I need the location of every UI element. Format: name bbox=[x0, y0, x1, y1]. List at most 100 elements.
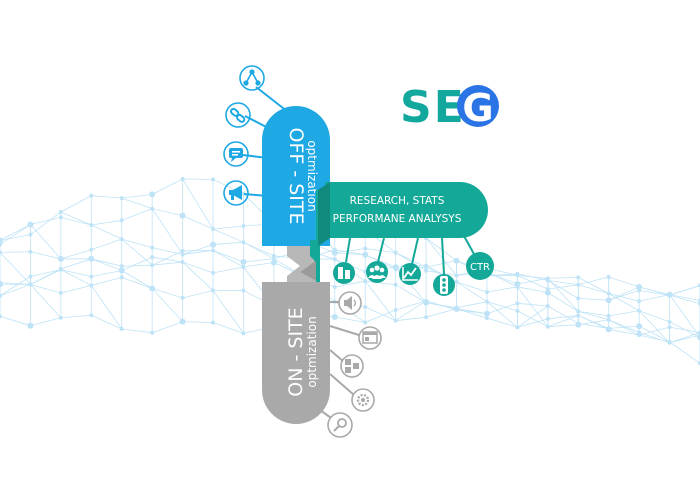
mesh-node bbox=[58, 315, 63, 320]
mesh-node bbox=[545, 324, 550, 329]
mesh-node bbox=[576, 275, 581, 280]
mesh-node bbox=[241, 288, 246, 293]
mesh-line bbox=[30, 211, 62, 235]
mesh-node bbox=[150, 206, 155, 211]
mesh-node bbox=[179, 212, 186, 219]
mesh-node bbox=[89, 222, 94, 227]
mesh-node bbox=[211, 177, 216, 182]
mesh-line bbox=[121, 270, 153, 289]
mesh-node bbox=[180, 177, 185, 182]
mesh-node bbox=[241, 265, 246, 270]
mesh-line bbox=[212, 250, 244, 268]
mesh-node bbox=[393, 250, 398, 255]
mesh-node bbox=[270, 259, 277, 266]
mesh-line bbox=[639, 334, 670, 343]
mesh-node bbox=[119, 275, 124, 280]
mesh-node bbox=[28, 274, 33, 279]
mesh-line bbox=[547, 315, 579, 320]
mesh-node bbox=[637, 333, 642, 338]
mesh-line bbox=[121, 238, 153, 248]
research-pill: RESEARCH, STATS PERFORMANE ANALYSYS bbox=[316, 182, 488, 250]
mesh-line bbox=[243, 241, 275, 257]
mesh-node bbox=[0, 250, 2, 255]
mesh-line bbox=[0, 252, 31, 285]
mesh-line bbox=[639, 286, 670, 295]
mesh-node bbox=[241, 223, 246, 228]
mesh-line bbox=[486, 302, 518, 314]
mesh-node bbox=[424, 315, 429, 320]
on-site-title: ON - SITE bbox=[285, 307, 307, 396]
mesh-line bbox=[0, 234, 31, 241]
mesh-line bbox=[121, 276, 153, 289]
mesh-line bbox=[638, 310, 670, 323]
mesh-line bbox=[60, 249, 92, 260]
mesh-line bbox=[121, 208, 153, 221]
mesh-line bbox=[121, 193, 153, 199]
mesh-line bbox=[182, 321, 214, 323]
mesh-node bbox=[392, 264, 399, 271]
mesh-node bbox=[58, 209, 63, 214]
mesh-line bbox=[608, 310, 640, 317]
mesh-line bbox=[517, 275, 548, 290]
mesh-node bbox=[89, 247, 94, 252]
mesh-line bbox=[547, 284, 579, 290]
mesh-node bbox=[150, 330, 155, 335]
mesh-node bbox=[331, 314, 338, 321]
mesh-node bbox=[606, 317, 611, 322]
mesh-line bbox=[30, 269, 62, 285]
mesh-node bbox=[119, 237, 124, 242]
mesh-node bbox=[393, 282, 398, 287]
mesh-line bbox=[486, 301, 518, 312]
seg-logo: SE G bbox=[400, 82, 499, 133]
mesh-node bbox=[119, 326, 124, 331]
research-line2: PERFORMANE ANALYSYS bbox=[333, 213, 462, 225]
on-site-pill: ON - SITE optmization bbox=[262, 282, 330, 424]
mesh-line bbox=[60, 285, 92, 294]
research-line1: RESEARCH, STATS bbox=[350, 195, 445, 207]
mesh-line bbox=[517, 274, 548, 279]
mesh-line bbox=[608, 293, 640, 302]
mesh-line bbox=[365, 280, 396, 286]
mesh-line bbox=[152, 256, 183, 263]
mesh-line bbox=[91, 224, 122, 240]
mesh-line bbox=[486, 317, 518, 328]
mesh-node bbox=[545, 276, 550, 281]
mesh-line bbox=[456, 301, 488, 309]
mesh-line bbox=[60, 195, 92, 213]
mesh-line bbox=[182, 178, 214, 230]
mesh-node bbox=[605, 297, 612, 304]
mesh-line bbox=[486, 271, 518, 285]
mesh-node bbox=[27, 322, 34, 329]
mesh-line bbox=[425, 308, 457, 318]
mesh-node bbox=[150, 263, 155, 268]
mesh-line bbox=[669, 294, 700, 338]
mesh-line bbox=[121, 197, 153, 210]
mesh-line bbox=[152, 321, 183, 334]
off-site-subtitle: optmization bbox=[305, 140, 319, 211]
mesh-node bbox=[424, 263, 429, 268]
ctr-label: CTR bbox=[470, 262, 490, 273]
mesh-line bbox=[669, 294, 700, 301]
mesh-node bbox=[576, 321, 581, 326]
mesh-line bbox=[608, 293, 640, 312]
mesh-line bbox=[60, 269, 92, 278]
mesh-node bbox=[180, 248, 185, 253]
off-site-pill: OFF - SITE optmization bbox=[262, 106, 330, 246]
mesh-line bbox=[517, 310, 549, 328]
mesh-line bbox=[182, 215, 214, 230]
mesh-line bbox=[395, 284, 427, 303]
mesh-line bbox=[547, 280, 579, 286]
mesh-line bbox=[669, 326, 700, 333]
mesh-node bbox=[545, 304, 550, 309]
mesh-line bbox=[0, 284, 31, 297]
mesh-line bbox=[639, 290, 670, 296]
mesh-line bbox=[91, 270, 122, 278]
mesh-line bbox=[517, 302, 548, 307]
browser-icon bbox=[358, 326, 382, 350]
mesh-node bbox=[211, 248, 216, 253]
mesh-line bbox=[152, 250, 183, 266]
mesh-line bbox=[182, 290, 214, 299]
mesh-line bbox=[60, 211, 92, 226]
mesh-node bbox=[331, 249, 338, 256]
